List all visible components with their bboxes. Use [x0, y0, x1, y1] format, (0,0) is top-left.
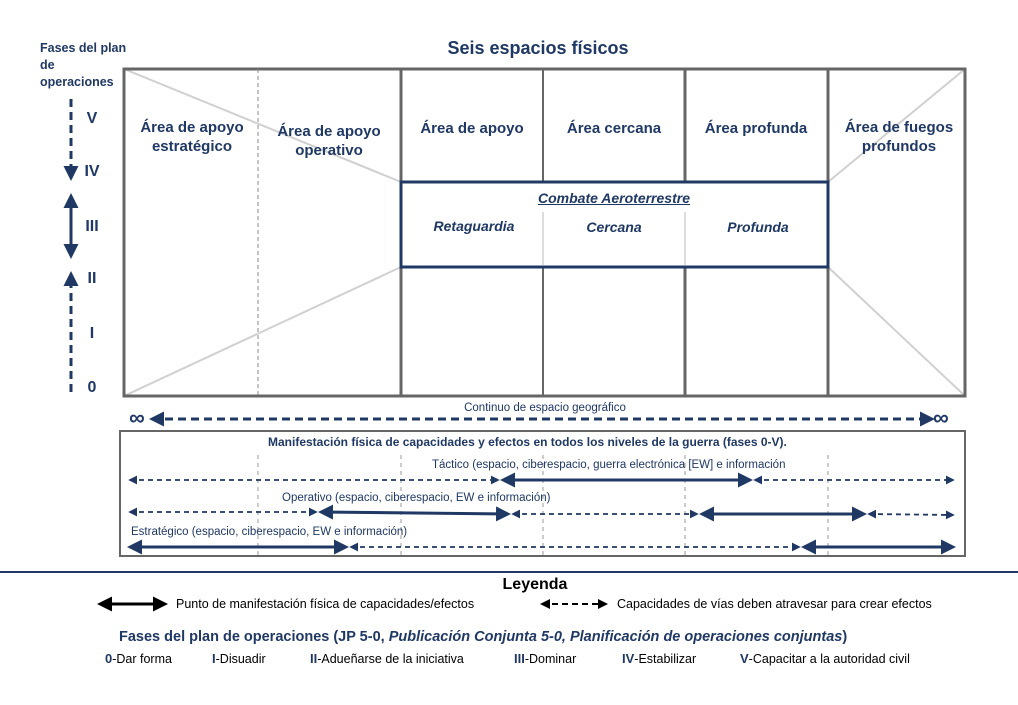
- main-title: Seis espacios físicos: [447, 38, 629, 58]
- phases-title: Fases del plan de operaciones (JP 5-0, P…: [119, 629, 847, 645]
- area-support: Área de apoyo: [420, 120, 524, 137]
- phase-code: I: [212, 651, 216, 666]
- phase-number-i: I: [89, 325, 95, 342]
- phase-item-ii: II-Adueñarse de la iniciativa: [310, 651, 464, 666]
- area-strategic-support: Área de apoyo estratégico: [140, 119, 244, 155]
- phase-number-ii: II: [87, 270, 97, 287]
- phase-label: -Estabilizar: [634, 652, 697, 666]
- combat-zone-rear: Retaguardia: [433, 218, 515, 234]
- legend-title: Leyenda: [502, 576, 568, 593]
- legend-dashed-desc: Capacidades de vías deben atravesar para…: [617, 597, 932, 611]
- legend-solid-desc: Punto de manifestación física de capacid…: [176, 597, 475, 611]
- area-close: Área cercana: [566, 120, 662, 137]
- phase-item-i: I-Disuadir: [212, 651, 266, 666]
- phase-item-0: 0-Dar forma: [105, 651, 172, 666]
- area-deep-fires: Área de fuegos profundos: [844, 119, 954, 155]
- phase-label: -Disuadir: [215, 652, 266, 666]
- operational-arrows: [128, 504, 955, 522]
- phase-number-iv: IV: [84, 163, 100, 180]
- phase-code: II: [310, 651, 318, 666]
- phase-label: -Adueñarse de la iniciativa: [317, 652, 464, 666]
- combat-box: [399, 180, 830, 269]
- phase-number-v: V: [86, 110, 98, 127]
- phase-item-v: V-Capacitar a la autoridad civil: [740, 651, 910, 666]
- phase-code: III: [514, 651, 525, 666]
- phase-label: -Dominar: [524, 652, 577, 666]
- phase-number-iii: III: [85, 218, 99, 235]
- level-strategic-label: Estratégico (espacio, ciberespacio, EW e…: [131, 526, 408, 538]
- infinity-right-icon: ∞: [933, 405, 949, 430]
- phase-label: -Capacitar a la autoridad civil: [748, 652, 910, 666]
- combat-zone-close: Cercana: [586, 219, 642, 235]
- manifestation-title: Manifestación física de capacidades y ef…: [268, 435, 787, 449]
- level-tactical-label: Táctico (espacio, ciberespacio, guerra e…: [432, 459, 786, 471]
- infinity-left-icon: ∞: [129, 405, 145, 430]
- perspective-lines: [123, 68, 966, 397]
- phase-item-iv: IV-Estabilizar: [622, 651, 696, 666]
- continuum-label: Continuo de espacio geográfico: [464, 402, 626, 414]
- phase-item-iii: III-Dominar: [514, 651, 576, 666]
- phases-title-pre: Fases del plan de operaciones (JP 5-0,: [119, 629, 389, 645]
- phase-number-0: 0: [87, 379, 97, 396]
- phase-code: IV: [622, 651, 635, 666]
- phase-code: V: [740, 651, 749, 666]
- phases-title-post: ): [842, 629, 848, 645]
- side-title: Fases del plan de operaciones: [40, 41, 127, 89]
- combat-title: Combate Aeroterrestre: [538, 190, 690, 206]
- phases-title-italic: Publicación Conjunta 5-0, Planificación …: [388, 629, 843, 645]
- level-operational-label: Operativo (espacio, ciberespacio, EW e i…: [282, 492, 551, 504]
- area-operational-support: Área de apoyo operativo: [277, 123, 381, 159]
- phase-label: -Dar forma: [112, 652, 172, 666]
- combat-zone-deep: Profunda: [727, 219, 789, 235]
- phase-code: 0: [105, 651, 113, 666]
- area-deep: Área profunda: [704, 120, 808, 137]
